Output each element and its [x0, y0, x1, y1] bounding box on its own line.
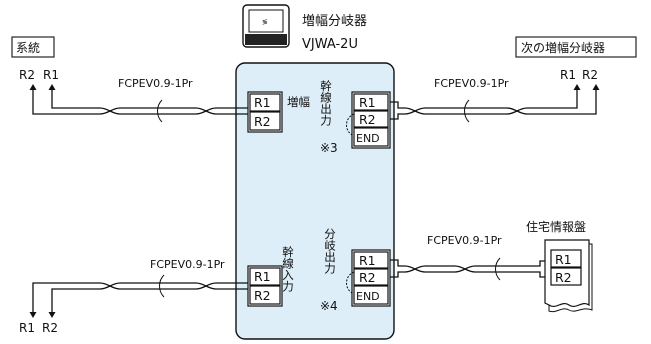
- trunk-out-terminal-block: R1 R2 END: [346, 91, 391, 149]
- amp-terminal-r2: R2: [254, 114, 271, 129]
- trunk-out-terminal-r2: R2: [359, 112, 376, 127]
- system-label: 系統: [16, 41, 40, 55]
- cable-label-bottom-right: FCPEV0.9-1Pr: [427, 234, 502, 247]
- trunk-out-note: ※3: [320, 141, 338, 155]
- next-device-label: 次の増幅分岐器: [521, 40, 605, 55]
- left-bottom-arrows: [29, 282, 100, 318]
- left-top-terminal-r1: R1: [43, 68, 59, 82]
- branch-out-terminal-r1: R1: [359, 253, 376, 268]
- trunk-in-terminal-block: R1 R2: [247, 265, 283, 307]
- home-info-panel: R1 R2: [544, 239, 593, 313]
- trunk-out-terminal-r1: R1: [359, 95, 376, 110]
- next-device-label-box: [515, 36, 637, 58]
- cable-label-top-left: FCPEV0.9-1Pr: [118, 77, 193, 90]
- left-bottom-terminal-r2: R2: [42, 321, 58, 335]
- trunk-out-terminal-end: END: [356, 132, 380, 145]
- cable-bottom-right: [390, 257, 551, 281]
- home-info-panel-label: 住宅情報盤: [526, 219, 586, 234]
- amp-label: 増幅: [287, 95, 310, 109]
- trunk-in-label: 幹線入力: [281, 245, 295, 293]
- device-model: VJWA-2U: [302, 37, 358, 52]
- trunk-in-terminal-r1: R1: [254, 269, 271, 284]
- system-label-box: [11, 36, 55, 58]
- left-top-terminal-r2: R2: [19, 68, 35, 82]
- right-top-terminal-r2: R2: [582, 68, 598, 82]
- left-bottom-terminal-r1: R1: [19, 321, 35, 335]
- branch-out-terminal-r2: R2: [359, 270, 376, 285]
- left-top-arrows: [29, 84, 100, 115]
- device-name: 増幅分岐器: [302, 14, 367, 29]
- cable-label-bottom-left: FCPEV0.9-1Pr: [150, 258, 225, 271]
- trunk-out-label: 幹線出力: [319, 79, 333, 127]
- device-icon-glyph: ≶: [262, 18, 268, 26]
- cable-bottom-left: [99, 273, 254, 298]
- trunk-in-terminal-r2: R2: [254, 288, 271, 303]
- cable-top-right: [390, 99, 537, 123]
- branch-out-terminal-end: END: [356, 290, 380, 303]
- amp-terminal-block: R1 R2: [247, 91, 283, 133]
- branch-out-note: ※4: [320, 299, 338, 313]
- right-top-terminal-r1: R1: [560, 68, 576, 82]
- right-top-arrows: [537, 84, 600, 115]
- home-info-terminal-r2: R2: [555, 270, 572, 285]
- branch-out-terminal-block: R1 R2 END: [346, 249, 391, 307]
- cable-top-left: [99, 96, 254, 123]
- device-icon: ≶: [242, 4, 290, 48]
- branch-out-label: 分岐出力: [323, 228, 337, 275]
- amp-terminal-r1: R1: [254, 95, 271, 110]
- home-info-terminal-r1: R1: [555, 252, 572, 267]
- cable-label-top-right: FCPEV0.9-1Pr: [434, 77, 509, 90]
